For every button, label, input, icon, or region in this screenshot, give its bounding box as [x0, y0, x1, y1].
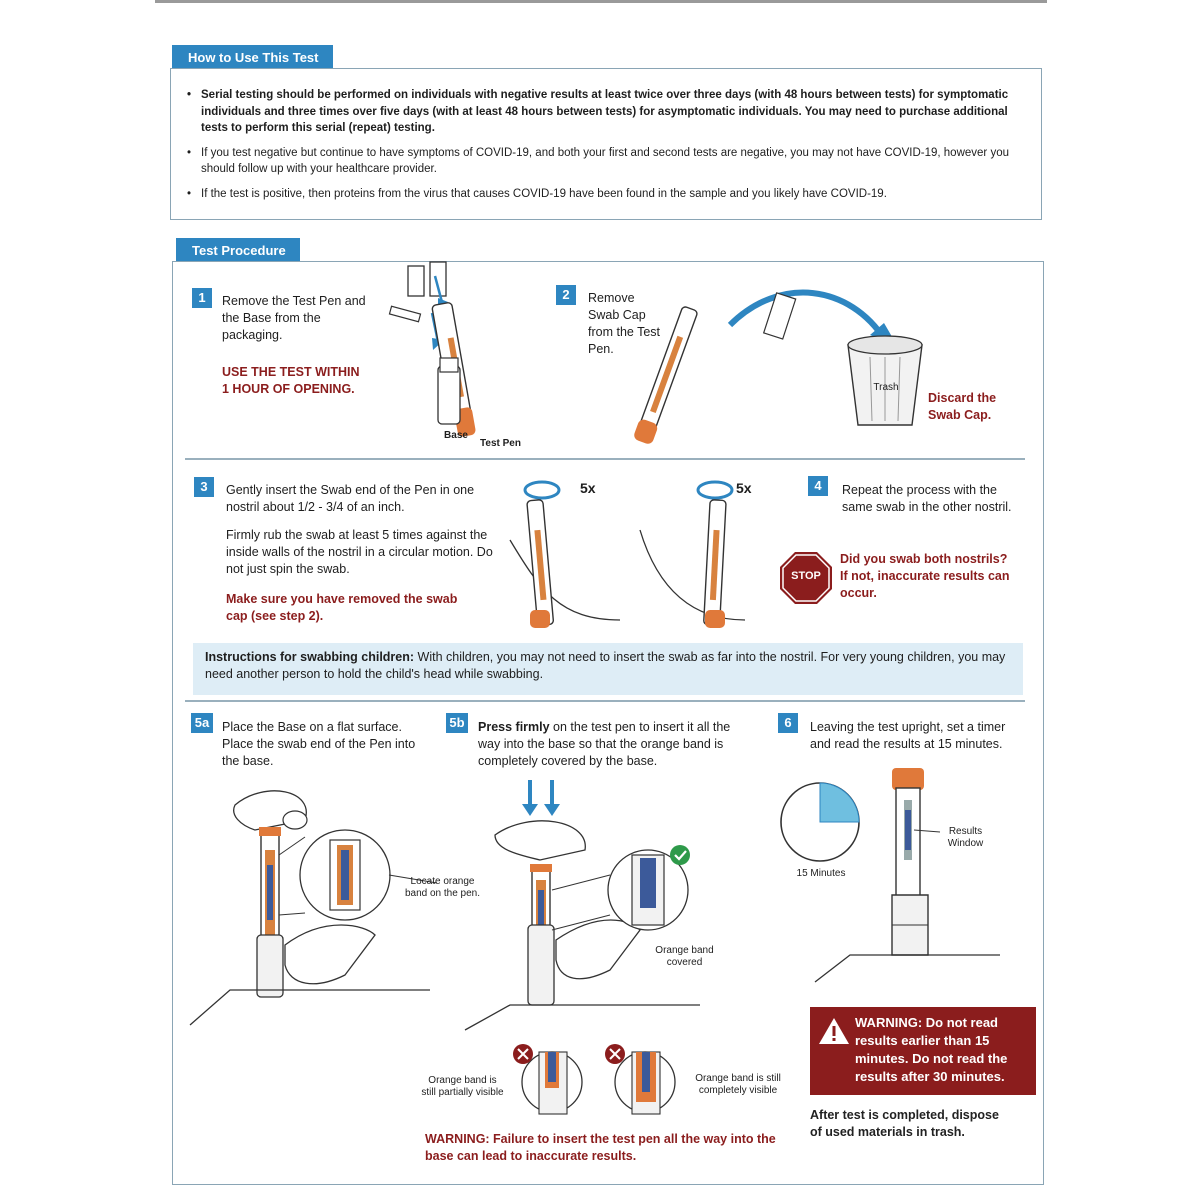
step-3-illustration-left — [509, 480, 621, 628]
step-1-illustration — [388, 261, 476, 437]
step-6-warning-text: WARNING: Do not read results earlier tha… — [855, 1015, 1008, 1084]
top-rule — [155, 0, 1047, 3]
step-2-text: Remove Swab Cap from the Test Pen. — [588, 291, 661, 356]
step-5b-text: Press firmly on the test pen to insert i… — [478, 719, 743, 770]
step-5b-warning: WARNING: Failure to insert the test pen … — [425, 1132, 776, 1163]
step-5a-illustration — [189, 790, 438, 1026]
separator-1 — [185, 458, 1025, 460]
trash-label: Trash — [873, 382, 899, 393]
step-3-illustration-right — [639, 480, 746, 628]
callout-completely-visible: Orange band is still completely visible — [695, 1073, 781, 1096]
step-5a-text: Place the Base on a flat surface. Place … — [222, 720, 416, 768]
step-3-number: 3 — [194, 477, 214, 497]
stop-sign-icon — [780, 552, 832, 604]
test-procedure-tab: Test Procedure — [176, 238, 300, 264]
step-5a-number: 5a — [191, 713, 213, 733]
step-1-number: 1 — [192, 288, 212, 308]
step-6-text: Leaving the test upright, set a timer an… — [810, 720, 1006, 751]
children-text: With children, you may not need to inser… — [205, 650, 1006, 681]
step-6-number: 6 — [778, 713, 798, 733]
step-2-number: 2 — [556, 285, 576, 305]
label-test-pen: Test Pen — [480, 438, 521, 449]
results-window-label: Results Window — [947, 826, 984, 849]
timer-label: 15 Minutes — [796, 868, 846, 879]
step-4-text: Repeat the process with the same swab in… — [842, 483, 1012, 514]
separator-2 — [185, 700, 1025, 702]
timer-elapsed-wedge — [819, 782, 860, 823]
callout-orange-band-covered: Orange band covered — [655, 945, 714, 968]
step-5b-wrong-illustrations — [513, 1044, 676, 1115]
how-to-use-list: Serial testing should be performed on in… — [187, 87, 1021, 202]
children-label: Instructions for swabbing children: — [205, 650, 415, 664]
step-5b-number: 5b — [446, 713, 468, 733]
step-5b-text-rest: on the test pen to insert it all the way… — [478, 720, 731, 768]
step-6-illustration — [814, 768, 1000, 983]
step-2-illustration — [634, 289, 923, 444]
label-base: Base — [444, 430, 468, 441]
step-3-text-1: Gently insert the Swab end of the Pen in… — [226, 483, 475, 514]
warning-triangle-icon — [819, 1018, 849, 1044]
bullet-positive: If the test is positive, then proteins f… — [187, 186, 1021, 203]
step-4-warning: Did you swab both nostrils? If not, inac… — [840, 552, 1010, 600]
stop-sign-text: STOP — [791, 570, 821, 582]
bullet-negative: If you test negative but continue to hav… — [187, 145, 1021, 178]
timer-icon — [780, 782, 860, 862]
step-5b-text-bold: Press firmly — [478, 720, 550, 734]
step-2-discard: Discard the Swab Cap. — [928, 391, 997, 422]
step-1-warning: USE THE TEST WITHIN 1 HOUR OF OPENING. — [222, 365, 360, 396]
step-6-after-text: After test is completed, dispose of used… — [810, 1108, 999, 1139]
bullet-serial-testing: Serial testing should be performed on in… — [187, 87, 1021, 137]
step-1-text: Remove the Test Pen and the Base from th… — [222, 294, 366, 342]
how-to-use-tab: How to Use This Test — [172, 45, 333, 71]
step-3-count-right: 5x — [736, 480, 752, 496]
callout-partially-visible: Orange band is still partially visible — [421, 1075, 504, 1098]
step-6-warning-box: WARNING: Do not read results earlier tha… — [810, 1007, 1036, 1095]
how-to-use-box: Serial testing should be performed on in… — [170, 68, 1042, 220]
step-3-text-2: Firmly rub the swab at least 5 times aga… — [226, 528, 493, 576]
step-5a-callout: Locate orange band on the pen. — [404, 876, 481, 899]
step-3-count-left: 5x — [580, 480, 596, 496]
step-3-warning: Make sure you have removed the swab cap … — [226, 592, 458, 623]
step-5b-illustration — [464, 780, 700, 1031]
step-4-number: 4 — [808, 476, 828, 496]
children-instructions: Instructions for swabbing children: With… — [193, 643, 1023, 695]
